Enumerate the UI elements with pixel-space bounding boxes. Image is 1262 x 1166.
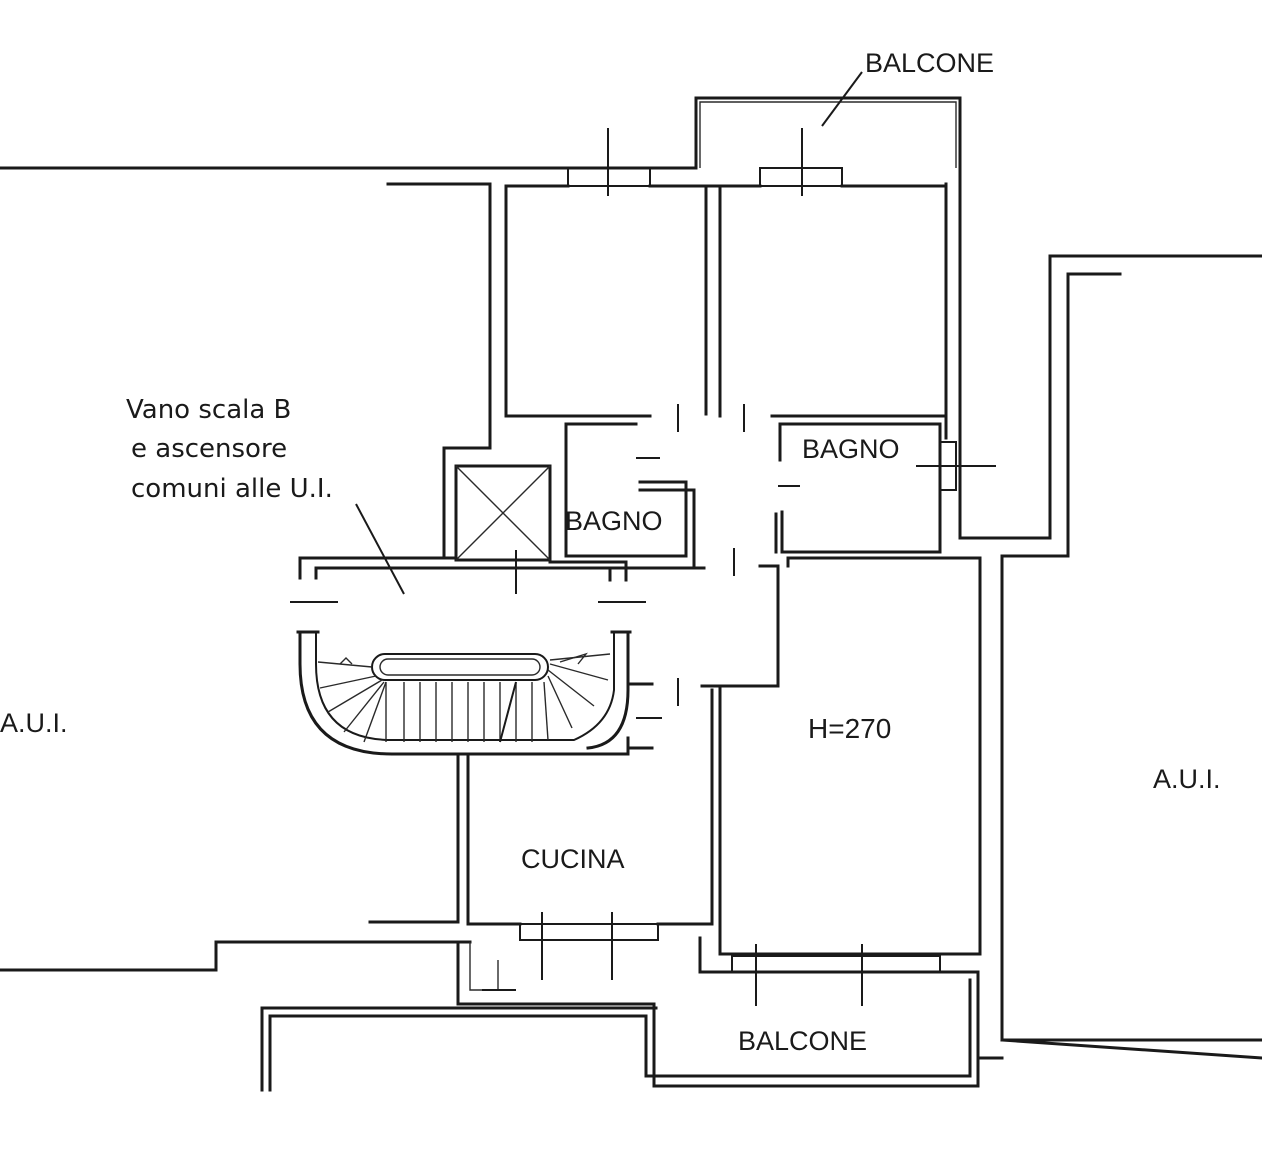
label-bagno-left: BAGNO — [565, 506, 663, 536]
bathrooms — [564, 404, 996, 576]
upper-rooms — [386, 128, 948, 558]
label-bagno-right: BAGNO — [802, 434, 900, 464]
label-aui-left: A.U.I. — [0, 708, 68, 738]
stair-note-line-2: e ascensore — [131, 434, 287, 464]
exterior-walls — [0, 96, 1262, 1092]
label-height: H=270 — [808, 713, 891, 744]
stair-note: Vano scala B e ascensore comuni alle U.I… — [126, 395, 333, 504]
stair-core — [290, 464, 679, 756]
label-balcone-bottom: BALCONE — [738, 1026, 867, 1056]
balcone-leader — [821, 71, 863, 127]
label-aui-right: A.U.I. — [1153, 764, 1221, 794]
label-balcone-top: BALCONE — [865, 48, 994, 78]
stair-note-leader — [355, 503, 405, 595]
stair-treads — [317, 652, 611, 743]
stair-note-line-3: comuni alle U.I. — [131, 474, 333, 504]
kitchen — [368, 688, 941, 1006]
corridor — [610, 512, 982, 956]
stair-note-line-1: Vano scala B — [126, 395, 291, 425]
label-cucina: CUCINA — [521, 844, 625, 874]
